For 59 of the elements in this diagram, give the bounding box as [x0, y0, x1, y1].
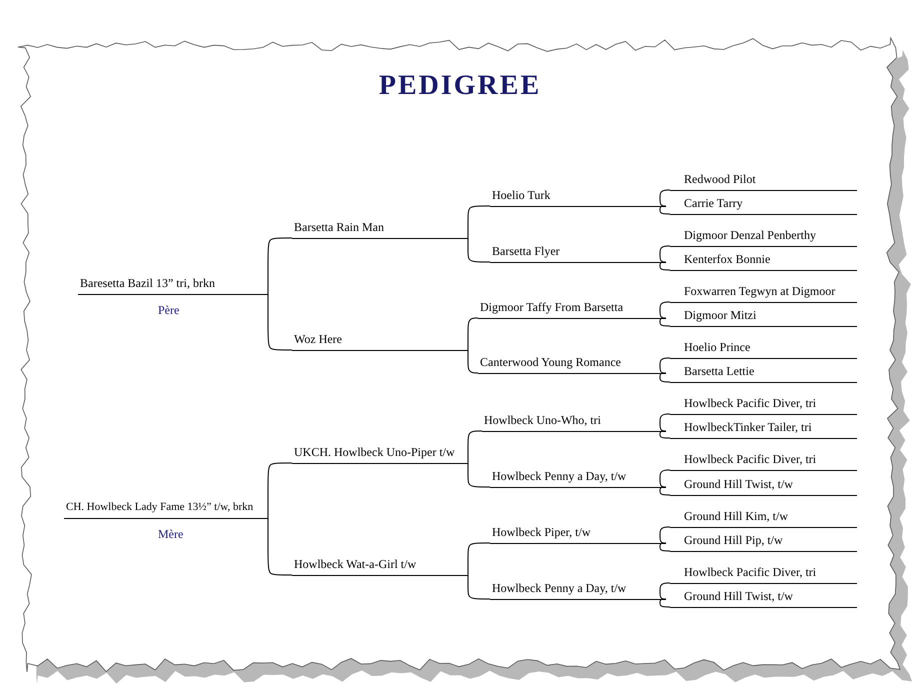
pedigree-name-line: Ground Hill Kim, t/w [670, 509, 857, 528]
bracket-line [660, 302, 670, 318]
bracket-line [268, 462, 292, 518]
bracket-line [660, 190, 670, 206]
bracket-line [468, 462, 490, 488]
pedigree-name-line: Digmoor Taffy From Barsetta [478, 300, 666, 319]
pedigree-name-line: Barsetta Lettie [670, 364, 857, 383]
pedigree-name-line: CH. Howlbeck Lady Fame 13½” t/w, brkn [64, 500, 268, 519]
bracket-line [660, 318, 670, 326]
bracket-line [468, 206, 490, 238]
pedigree-name-line: Hoelio Prince [670, 340, 857, 359]
pedigree-name-line: Carrie Tarry [670, 196, 857, 215]
bracket-line [268, 518, 292, 576]
pedigree-name-line: Kenterfox Bonnie [670, 252, 857, 271]
pedigree-name-line: Howlbeck Penny a Day, t/w [490, 469, 666, 488]
bracket-line [660, 526, 670, 544]
bracket-line [660, 246, 670, 262]
pedigree-name-line: Howlbeck Pacific Diver, tri [670, 396, 857, 415]
bracket-line [660, 414, 670, 432]
parent-role-label: Père [158, 303, 180, 318]
bracket-line [268, 238, 292, 294]
pedigree-name-line: Hoelio Turk [490, 188, 666, 207]
bracket-line [660, 486, 670, 496]
bracket-line [660, 206, 670, 214]
pedigree-name-line: Digmoor Denzal Penberthy [670, 228, 857, 247]
pedigree-name-line: Barsetta Rain Man [292, 220, 468, 239]
bracket-line [468, 430, 482, 464]
pedigree-name-line: Ground Hill Pip, t/w [670, 533, 857, 552]
pedigree-name-line: Howlbeck Uno-Who, tri [482, 413, 666, 432]
bracket-line [268, 294, 292, 350]
pedigree-name-line: Howlbeck Wat-a-Girl t/w [292, 557, 468, 576]
parent-role-label: Mère [158, 527, 184, 542]
pedigree-name-line: UKCH. Howlbeck Uno-Piper t/w [292, 445, 468, 464]
bracket-line [660, 582, 670, 600]
pedigree-name-line: Ground Hill Twist, t/w [670, 589, 857, 608]
bracket-line [468, 542, 490, 576]
bracket-line [660, 598, 670, 608]
pedigree-name-line: Digmoor Mitzi [670, 308, 857, 327]
pedigree-name-line: Canterwood Young Romance [478, 355, 666, 374]
pedigree-name-line: Barsetta Flyer [490, 244, 666, 263]
pedigree-name-line: Howlbeck Pacific Diver, tri [670, 565, 857, 584]
bracket-line [660, 542, 670, 552]
pedigree-name-line: Howlbeck Piper, t/w [490, 525, 666, 544]
bracket-line [660, 372, 670, 382]
pedigree-name-line: Redwood Pilot [670, 172, 857, 191]
pedigree-name-line: Woz Here [292, 332, 468, 351]
pedigree-name-line: Howlbeck Pacific Diver, tri [670, 452, 857, 471]
bracket-line [660, 470, 670, 488]
pedigree-name-line: HowlbeckTinker Tailer, tri [670, 420, 857, 439]
bracket-line [468, 238, 490, 262]
bracket-line [660, 358, 670, 374]
title: PEDIGREE [378, 70, 542, 101]
bracket-line [660, 430, 670, 438]
pedigree-name-line: Ground Hill Twist, t/w [670, 477, 857, 496]
pedigree-name-line: Howlbeck Penny a Day, t/w [490, 581, 666, 600]
pedigree-name-line: Baresetta Bazil 13” tri, brkn [78, 276, 268, 295]
bracket-line [660, 262, 670, 270]
bracket-line [468, 574, 490, 600]
pedigree-name-line: Foxwarren Tegwyn at Digmoor [670, 284, 857, 303]
